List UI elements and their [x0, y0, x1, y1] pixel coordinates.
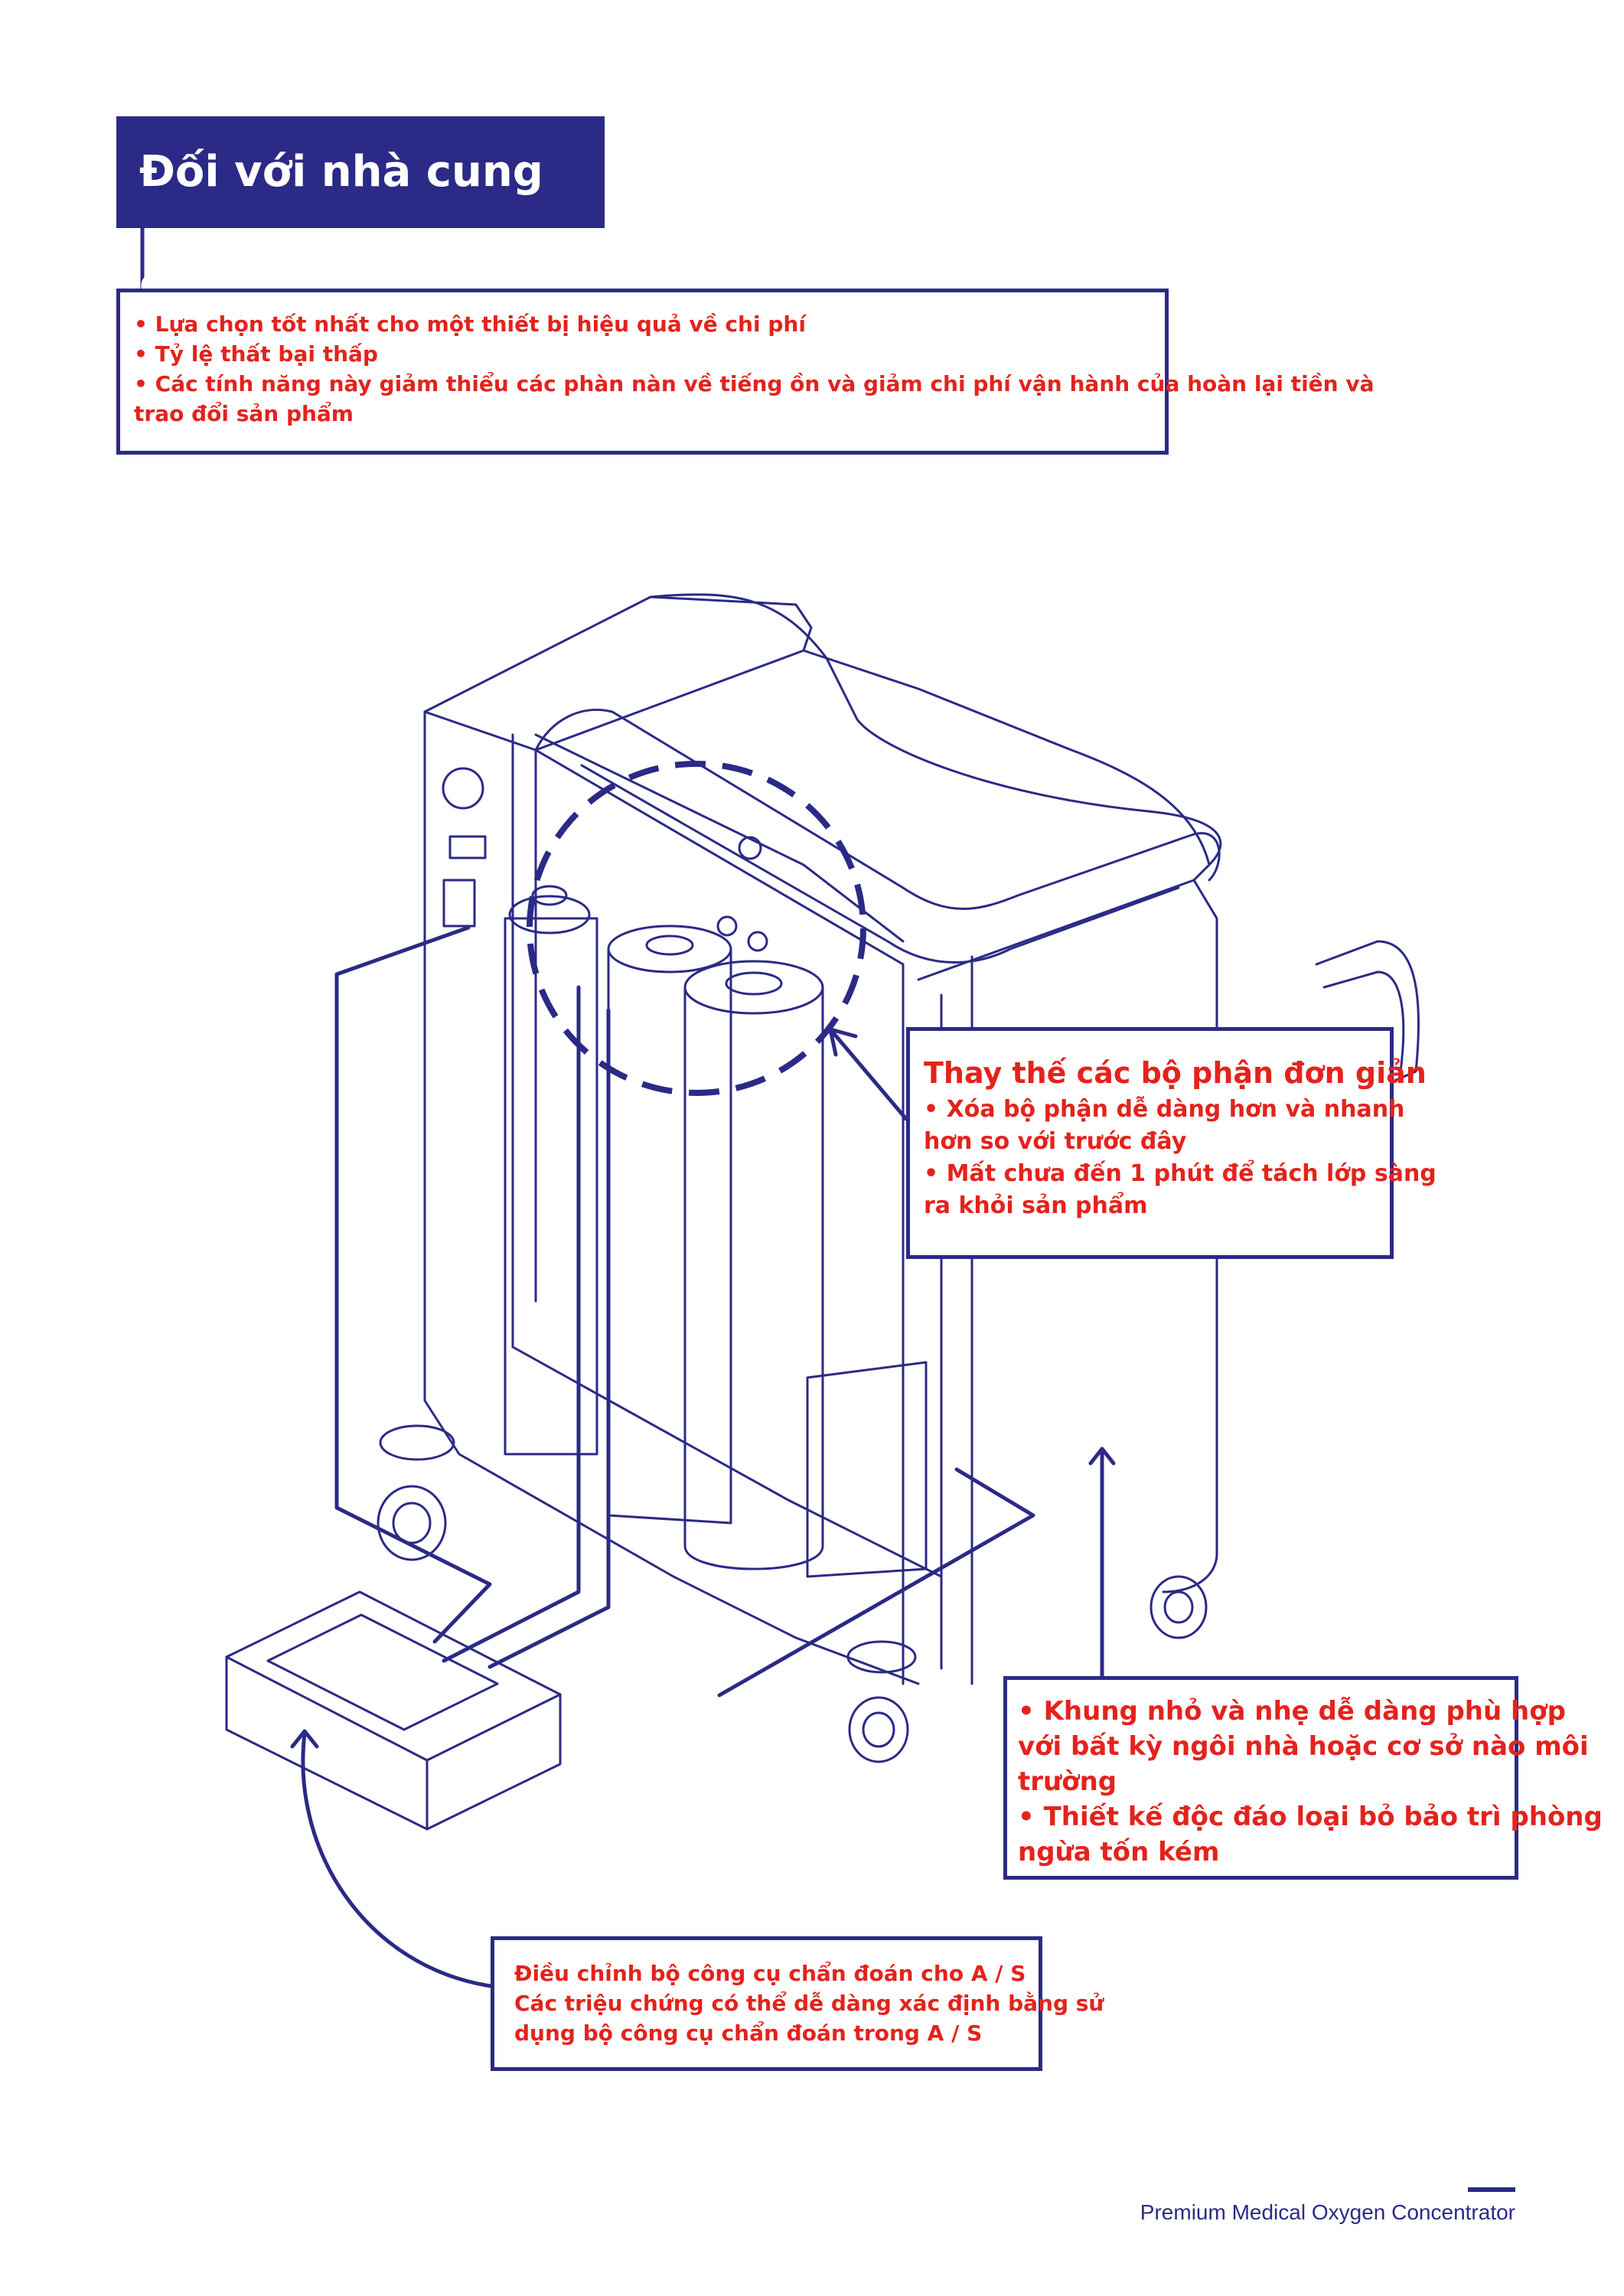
diagnostic-tool-box: [225, 1590, 562, 1831]
frame-callout: • Khung nhỏ và nhẹ dễ dàng phù hợp với b…: [1003, 1676, 1603, 1880]
benefit-line: • Các tính năng này giảm thiểu các phàn …: [134, 371, 1375, 396]
parts-callout-title: Thay thế các bộ phận đơn giản: [924, 1056, 1427, 1090]
device-wheels: [377, 1424, 1208, 1763]
diagnostic-callout-line: Các triệu chứng có thể dễ dàng xác định …: [514, 1991, 1104, 2016]
diagnostic-arrow-line: [301, 1731, 493, 1988]
diagnostic-arrow-head: [290, 1729, 319, 1749]
frame-callout-line: • Khung nhỏ và nhẹ dễ dàng phù hợp: [1018, 1696, 1566, 1727]
cable-line-right: [717, 1467, 1035, 1698]
parts-callout-line: hơn so với trước đây: [924, 1128, 1187, 1155]
benefit-line: trao đổi sản phẩm: [134, 401, 354, 426]
parts-callout-line: • Mất chưa đến 1 phút để tách lớp sàng: [924, 1160, 1436, 1187]
frame-arrow-head: [1088, 1446, 1116, 1466]
parts-arrow-head: [828, 1027, 858, 1057]
frame-callout-line: ngừa tốn kém: [1018, 1837, 1220, 1867]
footer-text: Premium Medical Oxygen Concentrator: [1140, 2200, 1515, 2224]
page-title: Đối với nhà cung cấp: [116, 116, 605, 308]
parts-callout: Thay thế các bộ phận đơn giản • Xóa bộ p…: [906, 1027, 1436, 1259]
footer-accent-bar: [1468, 2187, 1515, 2192]
parts-callout-line: • Xóa bộ phận dễ dàng hơn và nhanh: [924, 1096, 1405, 1123]
frame-callout-line: với bất kỳ ngôi nhà hoặc cơ sở nào môi: [1018, 1731, 1589, 1762]
cable-line-left: [334, 925, 492, 1644]
parts-callout-line: ra khỏi sản phẩm: [924, 1192, 1148, 1219]
diagnostic-callout: Điều chỉnh bộ công cụ chẩn đoán cho A / …: [491, 1936, 1104, 2071]
benefit-line: • Tỷ lệ thất bại thấp: [134, 341, 378, 367]
frame-callout-line: • Thiết kế độc đáo loại bỏ bảo trì phòng: [1018, 1802, 1603, 1832]
diagnostic-callout-line: dụng bộ công cụ chẩn đoán trong A / S: [514, 2020, 983, 2046]
parts-arrow-line: [828, 1027, 908, 1121]
replaceable-parts-highlight: [527, 761, 866, 1096]
cable-line-center-2: [488, 1008, 611, 1669]
cable-line-center: [442, 985, 581, 1663]
frame-callout-line: trường: [1018, 1766, 1117, 1797]
benefit-line: • Lựa chọn tốt nhất cho một thiết bị hiệ…: [134, 311, 806, 337]
benefits-callout: • Lựa chọn tốt nhất cho một thiết bị hiệ…: [116, 289, 1375, 455]
diagnostic-callout-line: Điều chỉnh bộ công cụ chẩn đoán cho A / …: [514, 1961, 1026, 1986]
